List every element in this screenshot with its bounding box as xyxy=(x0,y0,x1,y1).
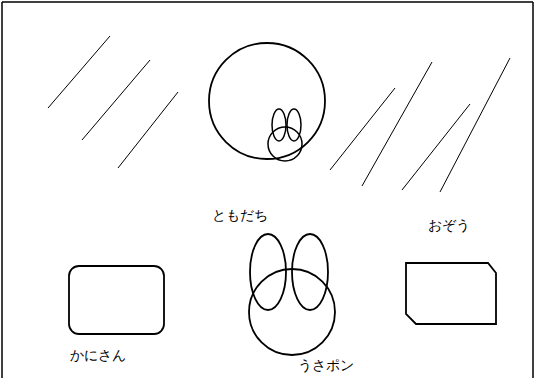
crab-box: かにさん xyxy=(68,265,165,335)
node-label: ともだち xyxy=(212,207,268,223)
node-outline xyxy=(405,262,497,325)
picture-circle: ともだち xyxy=(208,42,326,160)
elephant-box: おぞう xyxy=(405,262,497,325)
node-label: うさポン xyxy=(298,357,354,373)
node-outline xyxy=(248,232,336,356)
node-label: かにさん xyxy=(70,347,126,363)
node-label: おぞう xyxy=(428,217,470,233)
node-outline xyxy=(68,265,165,335)
node-outline xyxy=(208,42,326,160)
window-hatch xyxy=(48,36,510,192)
rabbit-figure: うさポン xyxy=(248,232,336,356)
small-rabbit xyxy=(268,109,302,161)
